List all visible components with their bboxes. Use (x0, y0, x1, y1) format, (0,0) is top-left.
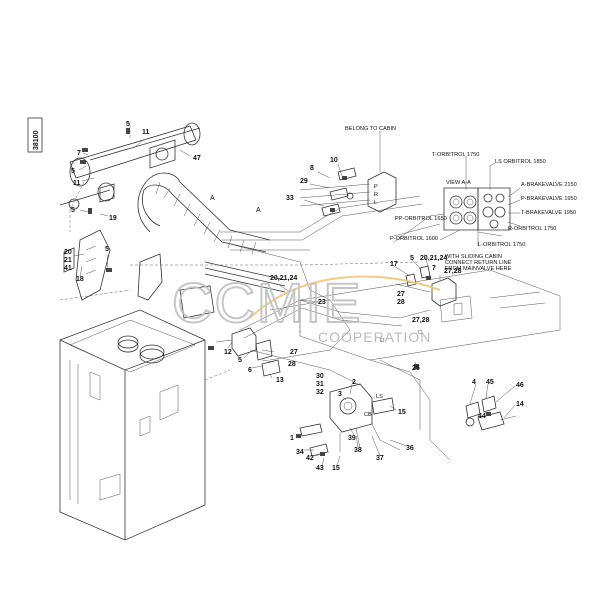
valve-mark: LS (376, 394, 383, 400)
watermark-brand: CCMIE (172, 271, 362, 334)
callout: 30 (316, 373, 324, 380)
callout: 5 (126, 121, 130, 128)
callout: 42 (306, 455, 314, 462)
brake-valve-assembly (299, 383, 401, 457)
frame-plate (299, 269, 561, 361)
section-marker: A (256, 207, 261, 214)
callout: 6 (248, 367, 252, 374)
callout: 5 (105, 246, 109, 253)
port-label: PP-ORBITROL 1650 (395, 216, 447, 222)
cabin-valve-cluster (299, 140, 397, 217)
callout: 19 (109, 215, 117, 222)
callout: 38 (354, 447, 362, 454)
callout: 31 (316, 381, 324, 388)
valve-letter: P (374, 184, 378, 190)
callout: 23 (318, 299, 326, 306)
callout: 14 (516, 401, 524, 408)
callout: 27 (290, 349, 298, 356)
watermark-swoosh (249, 275, 441, 319)
note-sliding-cabin-2: CONNECT RETURN LINE (445, 260, 512, 266)
callout: 5 (238, 357, 242, 364)
callout: 41 (64, 265, 72, 272)
callout: 46 (516, 382, 524, 389)
port-label: P-BRAKEVALVE 1950 (521, 196, 577, 202)
port-label: P-ORBITROL 1600 (390, 236, 438, 242)
callout: 1 (290, 435, 294, 442)
callout: 4 (472, 379, 476, 386)
watermark: CCMIE COOPERATION (171, 270, 441, 345)
callout: 43 (316, 465, 324, 472)
callout: 7 (77, 150, 81, 157)
callout: 21 (64, 257, 72, 264)
port-label: A-BRAKEVALVE 2150 (521, 182, 577, 188)
callout: 15 (398, 409, 406, 416)
sheet-number: 38100 (33, 130, 40, 150)
callout: 11 (142, 129, 150, 136)
watermark-tagline: COOPERATION (318, 329, 431, 345)
callout: 20 (64, 249, 72, 256)
port-label: R-ORBITROL 1750 (508, 226, 556, 232)
mounting-bracket-left (75, 229, 111, 301)
callout: 17 (390, 261, 398, 268)
callout: 27 (397, 291, 405, 298)
mounting-bracket-center (137, 253, 215, 319)
note-belong-to-cabin: BELONG TO CABIN (345, 126, 396, 132)
callout: 5 (71, 207, 75, 214)
note-sliding-cabin-3: FROM MAINVALVE HERE (445, 266, 512, 272)
port-label: T-ORBITROL 1750 (432, 152, 479, 158)
callout: 27,28 (412, 317, 430, 324)
valve-letter: L (374, 200, 377, 206)
callout: 2 (352, 379, 356, 386)
valve-letter: R (374, 192, 378, 198)
callout: 28 (397, 299, 405, 306)
right-fittings (465, 395, 517, 431)
bolts (80, 128, 491, 456)
callout: 7 (432, 265, 436, 272)
callout: 27,28 (444, 268, 462, 275)
callout: 28 (288, 361, 296, 368)
callout: 5 (71, 168, 75, 175)
section-marker: A (210, 195, 215, 202)
sensor-block (215, 327, 281, 377)
callout: 8 (310, 165, 314, 172)
steering-cylinder (59, 122, 201, 232)
left-fitting-block (63, 247, 85, 273)
callout: 29 (300, 178, 308, 185)
cable-drag-chain (137, 172, 331, 301)
callout: 15 (332, 465, 340, 472)
note-sliding-cabin-1: WITH SLIDING CABIN (445, 254, 502, 260)
leader-lines (78, 127, 516, 467)
note-view-aa: VIEW A-A (446, 180, 471, 186)
view-aa-port-block (429, 160, 521, 242)
callout: 34 (296, 449, 304, 456)
callout: 25 (412, 365, 420, 372)
callout: 5 (410, 255, 414, 262)
callout: 44 (478, 413, 486, 420)
hydraulic-lines (59, 195, 451, 461)
callout: 37 (376, 455, 384, 462)
callout: 20,21,24 (420, 255, 447, 262)
callout: 33 (286, 195, 294, 202)
callout: 36 (406, 445, 414, 452)
sheet-number-box: 38100 (27, 117, 43, 153)
callout: 32 (316, 389, 324, 396)
callout: 10 (330, 157, 338, 164)
port-label: T-BRAKEVALVE 1950 (521, 210, 576, 216)
callout: 20,21,24 (270, 275, 297, 282)
valve-mark: CB (364, 412, 372, 418)
hydraulic-tank (59, 309, 231, 541)
callout: 3 (338, 391, 342, 398)
callout: 47 (193, 155, 201, 162)
callout: 18 (76, 276, 84, 283)
callout: 11 (73, 180, 81, 187)
callout: 13 (276, 377, 284, 384)
port-label: L-ORBITROL 1750 (478, 242, 525, 248)
callout: 45 (486, 379, 494, 386)
callout: 12 (224, 349, 232, 356)
callout: 39 (348, 435, 356, 442)
port-label: LS ORBITROL 1850 (495, 159, 546, 165)
